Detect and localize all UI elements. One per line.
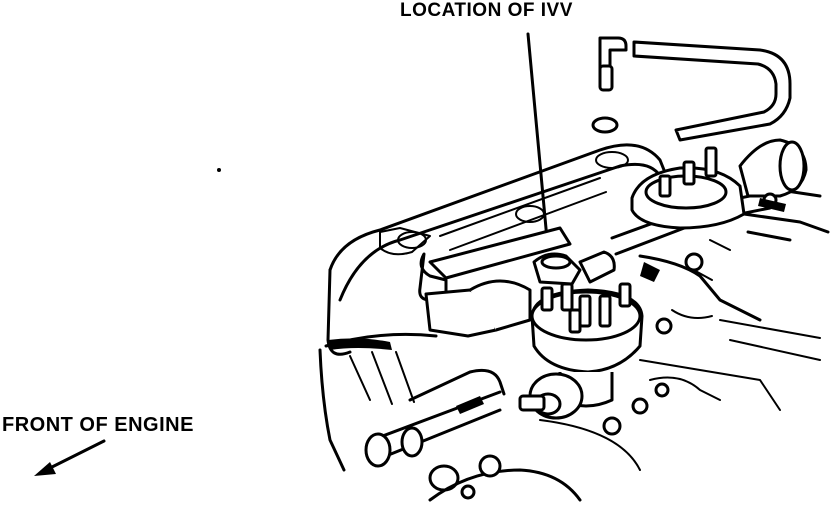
front-of-engine-label: FRONT OF ENGINE — [2, 414, 194, 436]
shadow-fills — [328, 198, 786, 414]
throttle-body — [630, 138, 830, 242]
intake-pipe — [418, 226, 572, 338]
engine-block — [318, 332, 781, 502]
vacuum-hose — [591, 36, 792, 142]
front-direction-arrow — [34, 439, 106, 476]
stray-mark — [217, 168, 221, 172]
valve-cover — [326, 143, 670, 356]
ivv-valve — [532, 250, 616, 286]
vacuum-advance — [518, 372, 584, 420]
ivv-location-label: LOCATION OF IVV — [400, 0, 573, 21]
